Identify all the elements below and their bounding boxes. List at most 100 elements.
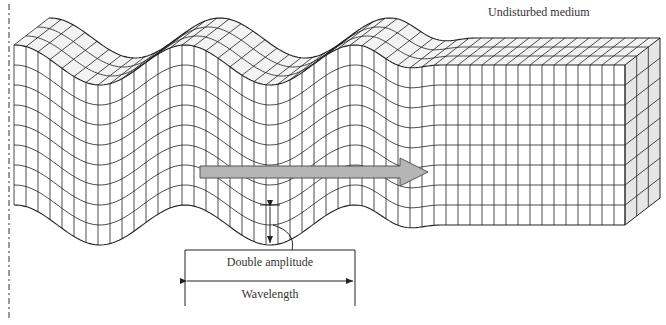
mesh-row bbox=[14, 205, 625, 245]
mesh-depth-line bbox=[122, 52, 157, 79]
mesh-depth-line bbox=[86, 55, 121, 82]
mesh-column bbox=[506, 65, 507, 225]
mesh-column bbox=[158, 54, 159, 214]
mesh-group bbox=[14, 18, 660, 245]
mesh-depth-line bbox=[170, 21, 205, 48]
mesh-depth-line bbox=[362, 19, 397, 46]
mesh-depth-line bbox=[182, 18, 217, 45]
mesh-depth-line bbox=[254, 55, 289, 82]
mesh-column bbox=[458, 65, 459, 225]
end-face-row bbox=[625, 58, 660, 85]
mesh-column bbox=[386, 59, 387, 219]
mesh-column bbox=[590, 65, 591, 225]
mesh-column bbox=[266, 85, 267, 245]
propagation-arrow bbox=[200, 158, 428, 186]
reference-line bbox=[185, 250, 355, 251]
mesh-column bbox=[530, 65, 531, 225]
mesh-depth-line bbox=[278, 57, 313, 84]
front-face bbox=[14, 45, 625, 245]
mesh-depth-line bbox=[410, 41, 445, 68]
dimension-label: Double amplitude bbox=[185, 255, 355, 269]
mesh-column bbox=[578, 65, 579, 225]
mesh-row bbox=[14, 145, 625, 185]
end-face bbox=[625, 38, 660, 225]
end-face-row bbox=[625, 138, 660, 165]
mesh-column bbox=[398, 65, 399, 225]
mesh-column bbox=[194, 46, 195, 206]
mesh-column bbox=[218, 58, 219, 218]
end-face-column bbox=[636, 56, 637, 216]
mesh-column bbox=[614, 65, 615, 225]
mesh-row bbox=[14, 185, 625, 225]
mesh-column bbox=[566, 65, 567, 225]
mesh-column bbox=[254, 82, 255, 242]
mesh-column bbox=[206, 51, 207, 211]
mesh-top-row bbox=[37, 27, 648, 67]
mesh-column bbox=[38, 52, 39, 212]
mesh-depth-line bbox=[110, 57, 145, 84]
mesh-row bbox=[14, 105, 625, 145]
mesh-column bbox=[170, 48, 171, 208]
end-face-row bbox=[625, 178, 660, 205]
end-face-row bbox=[625, 118, 660, 145]
mesh-column bbox=[470, 65, 471, 225]
mesh-column bbox=[338, 49, 339, 209]
axis-line bbox=[9, 4, 10, 318]
dimension-extension-line bbox=[355, 250, 356, 306]
mesh-column bbox=[134, 71, 135, 231]
mesh-column bbox=[362, 46, 363, 206]
amplitude-tick bbox=[260, 205, 280, 206]
mesh-column bbox=[146, 62, 147, 222]
mesh-column bbox=[422, 67, 423, 227]
mesh-column bbox=[554, 65, 555, 225]
mesh-column bbox=[542, 65, 543, 225]
mesh-column bbox=[518, 65, 519, 225]
mesh-depth-line bbox=[266, 58, 301, 85]
mesh-column bbox=[302, 73, 303, 233]
mesh-row bbox=[14, 65, 625, 105]
mesh-column bbox=[602, 65, 603, 225]
dimension-label: Wavelength bbox=[185, 287, 355, 301]
mesh-depth-line bbox=[422, 40, 457, 67]
mesh-depth-line bbox=[206, 24, 241, 51]
mesh-column bbox=[314, 64, 315, 224]
mesh-depth-line bbox=[614, 38, 649, 65]
end-face-row bbox=[625, 78, 660, 105]
mesh-column bbox=[86, 82, 87, 242]
mesh-column bbox=[326, 55, 327, 215]
mesh-depth-line bbox=[26, 20, 61, 47]
mesh-column bbox=[350, 45, 351, 205]
mesh-column bbox=[434, 65, 435, 225]
region-label: Undisturbed medium bbox=[488, 5, 590, 19]
mesh-column bbox=[14, 45, 15, 205]
mesh-column bbox=[242, 75, 243, 235]
wavelength-dimension-line bbox=[187, 281, 353, 282]
mesh-top-row bbox=[49, 18, 660, 58]
mesh-column bbox=[374, 51, 375, 211]
mesh-column bbox=[446, 65, 447, 225]
mesh-column bbox=[50, 60, 51, 220]
mesh-column bbox=[182, 45, 183, 205]
mesh-depth-line bbox=[338, 22, 373, 49]
mesh-column bbox=[26, 47, 27, 207]
end-face-row bbox=[625, 158, 660, 185]
mesh-column bbox=[74, 77, 75, 237]
mesh-column bbox=[230, 67, 231, 227]
mesh-row bbox=[14, 45, 625, 85]
leader-line bbox=[273, 225, 293, 250]
mesh-column bbox=[62, 68, 63, 228]
end-face-column bbox=[648, 47, 649, 207]
mesh-column bbox=[494, 65, 495, 225]
mesh-column bbox=[122, 79, 123, 239]
mesh-column bbox=[98, 85, 99, 245]
end-face-row bbox=[625, 98, 660, 125]
mesh-column bbox=[482, 65, 483, 225]
mesh-depth-line bbox=[398, 38, 433, 65]
double-amplitude-arrow bbox=[270, 207, 271, 243]
mesh-column bbox=[290, 80, 291, 240]
mesh-row bbox=[14, 125, 625, 165]
mesh-depth-line bbox=[38, 25, 73, 52]
